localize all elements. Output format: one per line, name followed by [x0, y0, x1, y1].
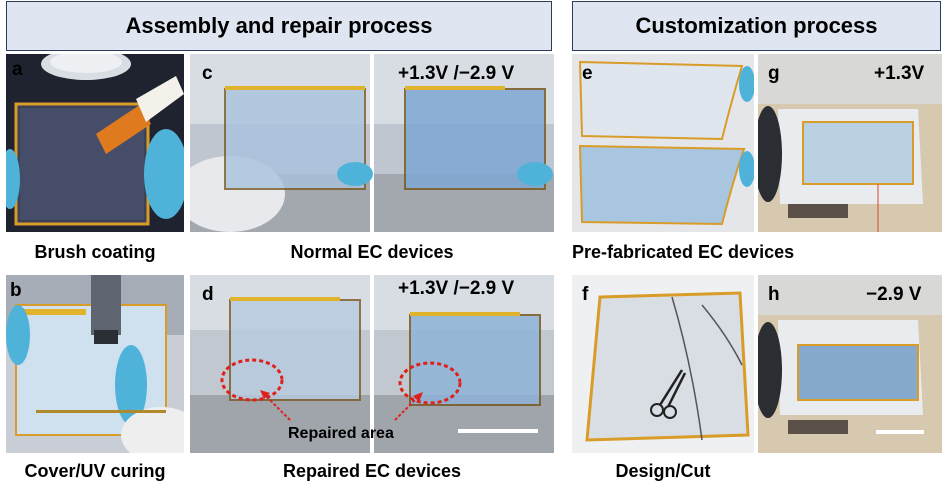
caption-normal-ec-devices: Normal EC devices — [290, 242, 454, 262]
panel-b-photo: b — [6, 275, 184, 453]
assembly-repair-header: Assembly and repair process — [6, 1, 552, 51]
voltage-label-h: −2.9 V — [866, 284, 922, 305]
normal-ec-devices-image — [190, 54, 554, 232]
repaired-ec-devices-image — [190, 275, 554, 453]
panel-label-e: e — [582, 63, 593, 84]
panel-f-photo: f — [572, 275, 754, 453]
voltage-label-g: +1.3V — [874, 63, 925, 84]
panel-label-g: g — [768, 63, 780, 84]
caption-uv-curing: Cover/UV curing — [24, 461, 166, 481]
prefabricated-ec-devices-image — [572, 54, 754, 232]
panel-label-f: f — [582, 284, 589, 305]
panel-label-d: d — [202, 284, 214, 305]
panel-label-c: c — [202, 63, 213, 84]
panel-c-photo: c +1.3V /−2.9 V — [190, 54, 554, 232]
uv-curing-image — [6, 275, 184, 453]
voltage-label-c: +1.3V /−2.9 V — [398, 63, 515, 84]
car-window-colored-image — [758, 54, 942, 232]
panel-label-b: b — [10, 280, 22, 301]
panel-label-h: h — [768, 284, 780, 305]
panel-d-photo: d +1.3V /−2.9 V Repaired area — [190, 275, 554, 453]
panel-g-photo: g +1.3V — [758, 54, 942, 232]
caption-prefabricated-ec-devices: Pre-fabricated EC devices — [572, 242, 795, 262]
panel-h-photo: h −2.9 V — [758, 275, 942, 453]
brush-coating-image — [6, 54, 184, 232]
design-cut-image — [572, 275, 754, 453]
panel-label-a: a — [12, 59, 23, 80]
voltage-label-d: +1.3V /−2.9 V — [398, 278, 515, 299]
caption-brush-coating: Brush coating — [34, 242, 156, 262]
caption-repaired-ec-devices: Repaired EC devices — [282, 461, 462, 481]
caption-design-cut: Design/Cut — [615, 461, 711, 481]
panel-a-photo: a — [6, 54, 184, 232]
repaired-area-label: Repaired area — [288, 425, 394, 442]
panel-e-photo: e — [572, 54, 754, 232]
customization-header: Customization process — [572, 1, 941, 51]
car-window-bleached-image — [758, 275, 942, 453]
